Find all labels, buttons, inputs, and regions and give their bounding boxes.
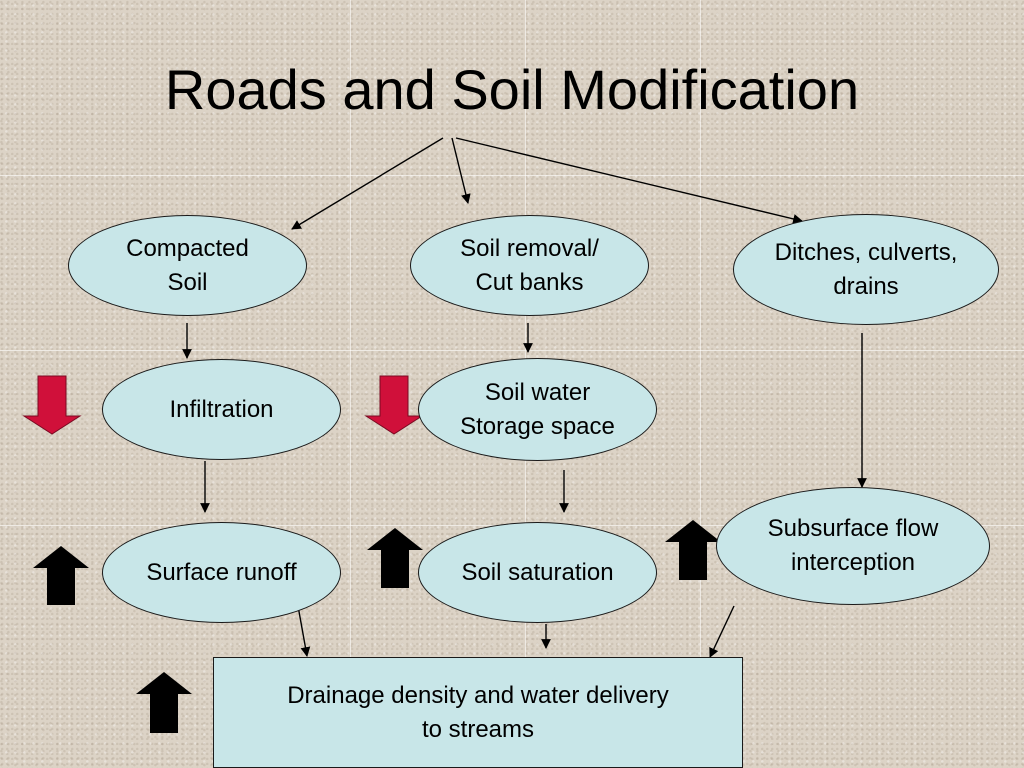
ditches-label: Ditches, culverts, drains: [774, 238, 958, 300]
grid-line: [700, 0, 701, 768]
infiltration-node: Infiltration: [102, 359, 341, 460]
grid-line: [350, 0, 351, 768]
soil-removal-node: Soil removal/ Cut banks: [410, 215, 649, 316]
connector-title-to-ditches: [455, 137, 803, 224]
surface-runoff-label: Surface runoff: [146, 558, 297, 586]
connector-subsurface-to-drainage: [709, 605, 735, 658]
soil-saturation-label: Soil saturation: [461, 558, 614, 586]
connector-title-to-soil-removal: [451, 137, 471, 204]
soil-water-node: Soil water Storage space: [418, 358, 657, 461]
soil-saturation-node: Soil saturation: [418, 522, 657, 623]
soil-water-label: Soil water Storage space: [460, 378, 615, 440]
drainage-box: Drainage density and water delivery to s…: [213, 657, 743, 768]
slide-title: Roads and Soil Modification: [164, 58, 860, 121]
grid-line: [0, 175, 1024, 176]
decrease-arrow-icon: [364, 375, 424, 435]
compacted-soil-label: Compacted Soil: [126, 234, 249, 296]
increase-arrow-icon: [367, 528, 423, 588]
connector-runoff-to-drainage: [297, 605, 311, 657]
subsurface-flow-label: Subsurface flow interception: [767, 515, 939, 576]
connector-title-to-compacted-soil: [291, 137, 444, 230]
ditches-node: Ditches, culverts, drains: [733, 214, 999, 325]
infiltration-label: Infiltration: [169, 395, 274, 423]
increase-arrow-icon: [665, 520, 721, 580]
decrease-arrow-icon: [22, 375, 82, 435]
drainage-label: Drainage density and water delivery to s…: [287, 681, 669, 743]
grid-line: [0, 350, 1024, 351]
soil-removal-label: Soil removal/ Cut banks: [460, 234, 599, 296]
increase-arrow-icon: [33, 546, 89, 605]
increase-arrow-icon: [136, 672, 192, 733]
subsurface-flow-node: Subsurface flow interception: [716, 487, 990, 605]
compacted-soil-node: Compacted Soil: [68, 215, 307, 316]
surface-runoff-node: Surface runoff: [102, 522, 341, 623]
